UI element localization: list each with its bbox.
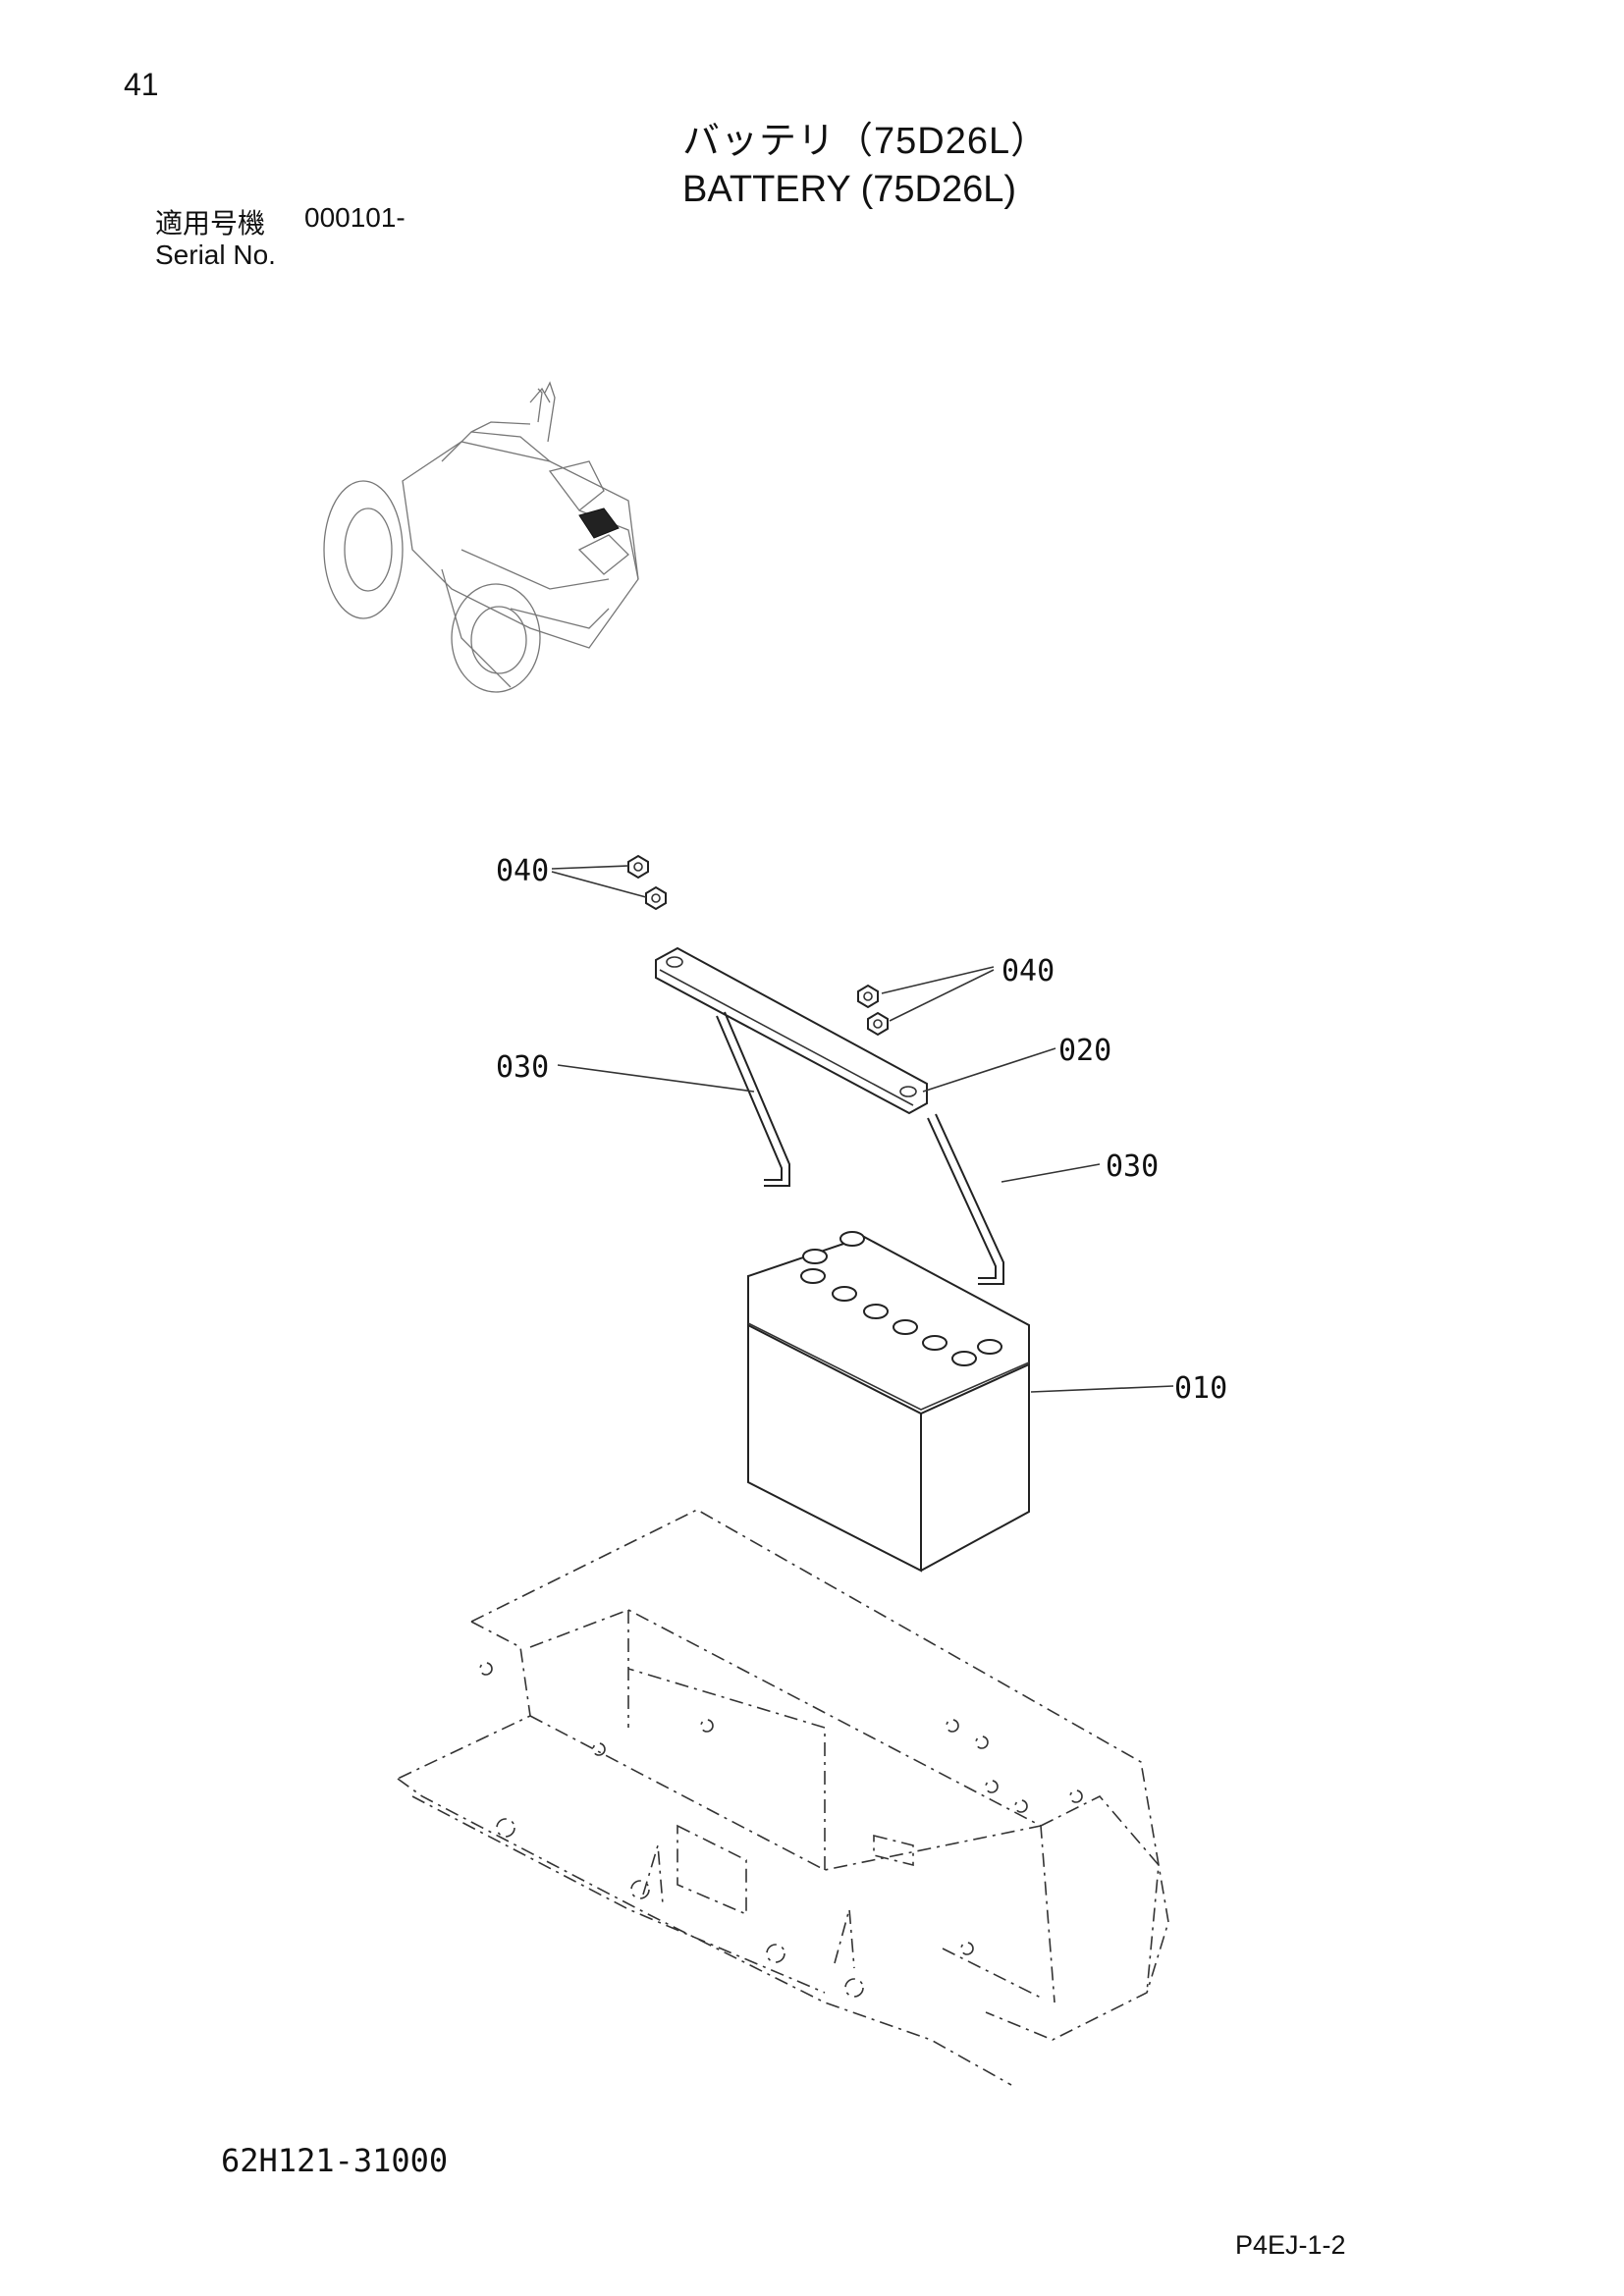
callout-010: 010 [1174, 1371, 1227, 1406]
battery-tray-frame [397, 1509, 1169, 2086]
callout-030-left: 030 [496, 1050, 549, 1085]
battery-location-highlight [578, 507, 620, 539]
battery-caps [800, 1231, 1002, 1366]
hold-down-bar-020 [655, 946, 928, 1115]
serial-range: 000101- [304, 202, 406, 233]
j-bolt-030-right [927, 1113, 1004, 1285]
drawing-part-number: 62H121-31000 [221, 2142, 449, 2179]
j-bolt-030-left [716, 1011, 790, 1187]
nut-040-group-top [627, 854, 667, 911]
battery-010 [747, 1231, 1030, 1573]
callout-040-top: 040 [496, 854, 549, 888]
title-japanese: バッテリ（75D26L） [682, 121, 1050, 162]
page-number: 41 [124, 67, 159, 102]
serial-label-english: Serial No. [155, 240, 276, 270]
callout-030-right: 030 [1106, 1149, 1159, 1184]
callout-020: 020 [1058, 1034, 1111, 1068]
nut-040-group-right [857, 984, 889, 1037]
serial-label-japanese: 適用号機 [155, 208, 266, 239]
callout-040-right: 040 [1001, 954, 1055, 988]
page-code: P4EJ-1-2 [1235, 2230, 1346, 2260]
title-english: BATTERY (75D26L) [682, 169, 1017, 210]
tractor-thumbnail [323, 381, 639, 693]
leader-lines [551, 865, 1174, 1393]
